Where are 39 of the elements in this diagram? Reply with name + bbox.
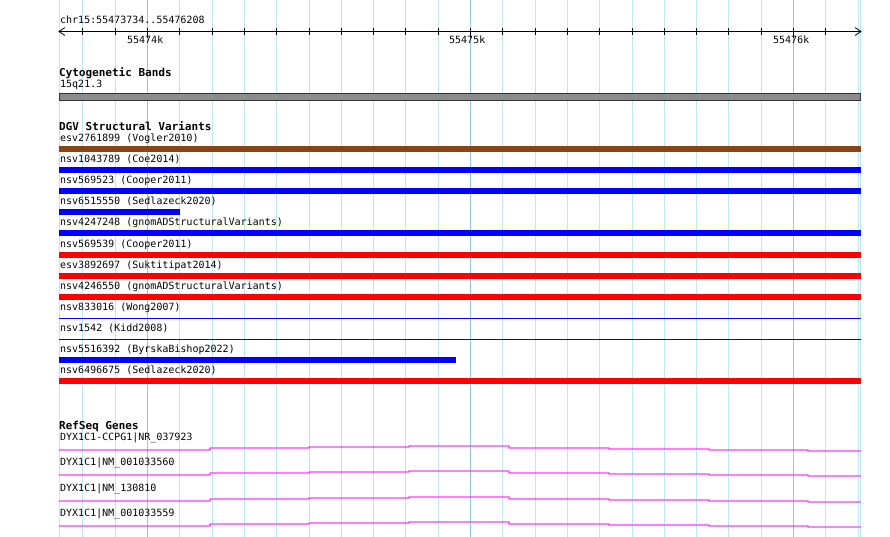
variant-label: nsv4247248 (gnomADStructuralVariants) bbox=[60, 217, 283, 230]
gene-label: DYX1C1|NM_001033560 bbox=[60, 457, 174, 470]
variant-label: nsv6515550 (Sedlazeck2020) bbox=[60, 196, 217, 208]
variant-label: nsv1542 (Kidd2008) bbox=[60, 322, 168, 335]
variant-feature bbox=[59, 133, 861, 154]
track-title: RefSeq Genes bbox=[59, 420, 138, 432]
variant-label: nsv569539 (Cooper2011) bbox=[60, 238, 192, 250]
variant-feature bbox=[59, 175, 861, 196]
track-title: Cytogenetic Bands bbox=[59, 67, 172, 79]
band-label: 15q21.3 bbox=[60, 79, 102, 91]
gene-feature bbox=[59, 432, 861, 454]
variant-label: nsv569523 (Cooper2011) bbox=[60, 175, 192, 188]
gene-label: DYX1C1-CCPG1|NR_037923 bbox=[60, 432, 192, 444]
gene-feature bbox=[59, 482, 861, 505]
gene-feature bbox=[59, 457, 861, 480]
variant-label: esv2761899 (Vogler2010) bbox=[60, 133, 198, 145]
variant-feature bbox=[59, 322, 861, 339]
variant-feature bbox=[59, 280, 861, 302]
variant-feature bbox=[59, 365, 861, 386]
cytoband-feature bbox=[59, 79, 861, 101]
gene-feature bbox=[59, 508, 861, 530]
gene-label: DYX1C1|NM_130810 bbox=[60, 482, 156, 495]
variant-feature bbox=[59, 238, 861, 260]
axis-tick-label: 55475k bbox=[449, 35, 486, 47]
variant-feature bbox=[59, 217, 861, 238]
gene-label: DYX1C1|NM_001033559 bbox=[60, 508, 174, 520]
region-coordinates: chr15:55473734..55476208 bbox=[60, 15, 204, 27]
variant-label: nsv6496675 (Sedlazeck2020) bbox=[60, 365, 217, 378]
variant-label: nsv4246550 (gnomADStructuralVariants) bbox=[60, 280, 283, 293]
variant-label: nsv833016 (Wong2007) bbox=[60, 302, 180, 314]
axis-tick-label: 55474k bbox=[127, 35, 164, 47]
variant-label: nsv1043789 (Coe2014) bbox=[60, 154, 180, 166]
variant-feature bbox=[59, 154, 861, 176]
variant-label: esv3892697 (Suktitipat2014) bbox=[60, 260, 223, 272]
track-title: DGV Structural Variants bbox=[59, 121, 212, 133]
variant-feature bbox=[59, 302, 861, 318]
axis-tick-label: 55476k bbox=[773, 35, 810, 47]
variant-feature bbox=[59, 260, 861, 281]
variant-label: nsv5516392 (ByrskaBishop2022) bbox=[60, 344, 235, 356]
